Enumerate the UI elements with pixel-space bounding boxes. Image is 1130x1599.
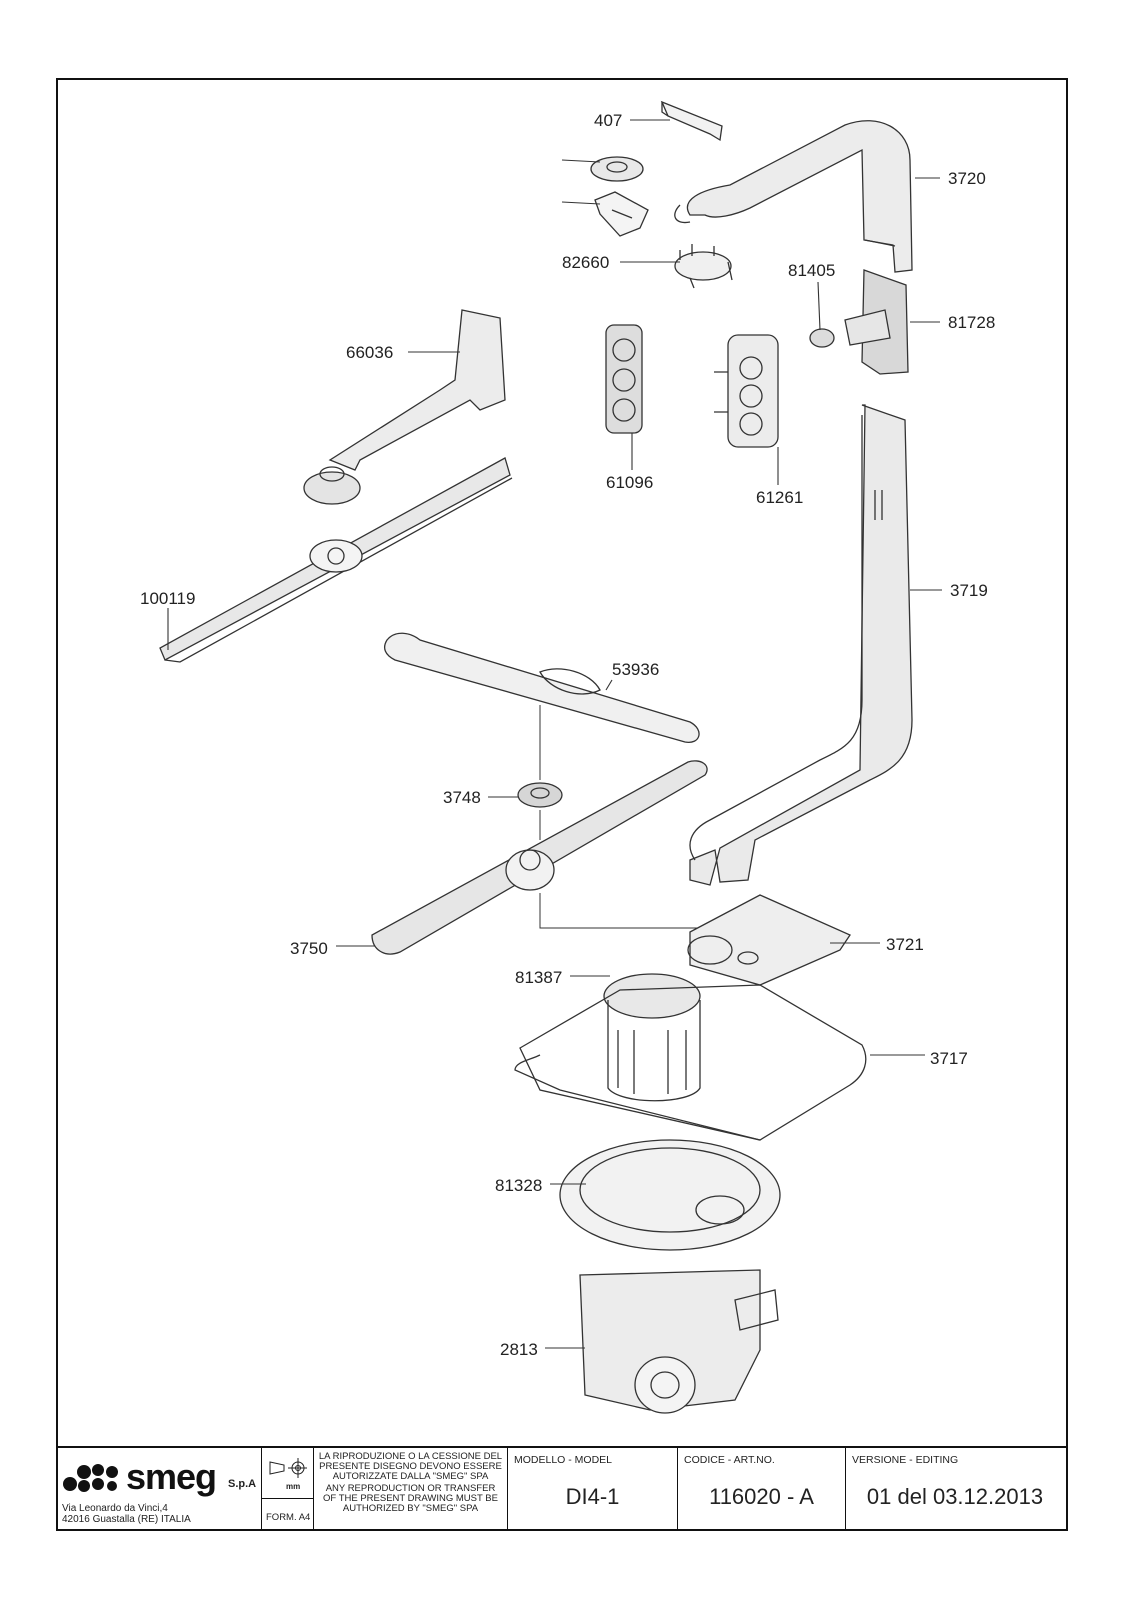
code-cell: CODICE - ART.NO. 116020 - A [678,1448,846,1531]
label-81728: 81728 [948,313,996,332]
label-3717: 3717 [930,1049,968,1068]
leader-81405 [817,281,821,331]
label-81328: 81328 [495,1176,543,1195]
label-407: 407 [594,111,623,130]
part-3750-lower-spray-arm [371,760,708,955]
leader-bracket [561,201,601,205]
label-3748: 3748 [443,788,481,807]
projection-symbol-icon [269,1458,307,1478]
part-3717-gasket [514,984,867,1141]
label-53936: 53936 [612,660,660,679]
version-value: 01 del 03.12.2013 [866,1484,1044,1509]
drawing-frame [56,78,1068,1531]
model-heading: MODELLO - MODEL [514,1454,613,1466]
title-block: smeg S.p.A Via Leonardo da Vinci,4 42016… [56,1446,1068,1531]
part-61096-seal [605,324,643,434]
model-cell: MODELLO - MODEL DI4-1 [508,1448,678,1531]
part-impeller [590,156,644,182]
part-81405 [809,328,835,348]
notice-english: ANY REPRODUCTION OR TRANSFER OF THE PRES… [323,1482,498,1514]
part-3748-nut [517,782,563,808]
address-line-1: Via Leonardo da Vinci,4 [62,1503,168,1514]
unit-label: mm [286,1482,301,1491]
part-3719-pipe [689,404,913,886]
label-2813: 2813 [500,1340,538,1359]
leader-53936 [605,679,613,691]
part-82660 [674,244,733,289]
part-3721-plate [687,894,851,986]
company-cell: smeg S.p.A Via Leonardo da Vinci,4 42016… [56,1448,262,1531]
version-cell: VERSIONE - EDITING 01 del 03.12.2013 [846,1448,1064,1531]
label-81405: 81405 [788,261,836,280]
part-66036-arm [303,309,506,505]
code-heading: CODICE - ART.NO. [684,1454,775,1466]
part-53936-spray-arm [384,632,700,743]
part-81387-filter [603,973,701,1102]
notice-italian: LA RIPRODUZIONE O LA CESSIONE DEL PRESEN… [318,1451,503,1482]
label-61261: 61261 [756,488,804,507]
part-61261-housing [714,334,779,448]
label-61096: 61096 [606,473,654,492]
copyright-notice-cell: LA RIPRODUZIONE O LA CESSIONE DEL PRESEN… [314,1448,508,1531]
part-407-clip [660,100,723,142]
part-3720-upper-pipe [674,120,913,273]
label-66036: 66036 [346,343,394,362]
brand-logo-text: smeg [126,1456,217,1497]
code-value: 116020 - A [709,1484,814,1509]
label-3750: 3750 [290,939,328,958]
company-address: Via Leonardo da Vinci,4 42016 Guastalla … [62,1503,191,1525]
label-100119: 100119 [140,589,196,608]
part-bracket [594,191,649,237]
part-81328-sump-ring [559,1139,781,1251]
smeg-logo-dots-icon [63,1464,118,1492]
label-3720: 3720 [948,169,986,188]
label-3719: 3719 [950,581,988,600]
leader-impeller [561,159,601,163]
address-line-2: 42016 Guastalla (RE) ITALIA [62,1514,191,1525]
format-divider [262,1498,313,1499]
part-100119-upper-spray-arm [159,457,513,663]
version-heading: VERSIONE - EDITING [852,1454,959,1466]
part-81728 [844,269,909,375]
part-2813-pump [579,1269,779,1414]
format-cell: mm FORM. A4 [262,1448,314,1531]
label-82660: 82660 [562,253,610,272]
format-label: FORM. A4 [266,1512,311,1523]
brand-suffix: S.p.A [228,1478,257,1490]
label-81387: 81387 [515,968,563,987]
label-3721: 3721 [886,935,924,954]
model-value: DI4-1 [565,1484,620,1509]
